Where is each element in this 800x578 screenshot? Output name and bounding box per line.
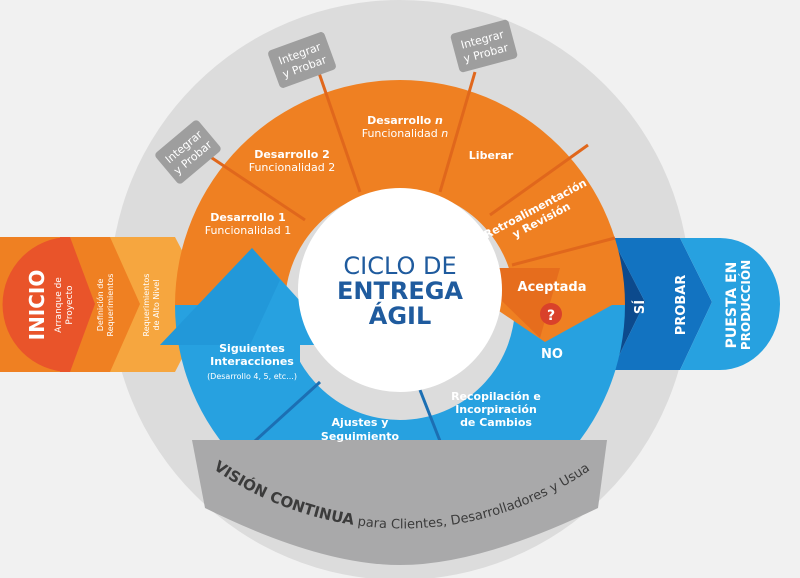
production-line2: PRODUCCIÓN <box>738 260 753 350</box>
segment-changes-line1: Recopilación e <box>451 390 541 403</box>
segment-adjust-line1: Ajustes y <box>332 416 389 429</box>
segment-devn-line2: Funcionalidad n <box>362 127 449 140</box>
step-definition-line2: Requerimientos <box>106 274 115 337</box>
orange-divider-2 <box>316 69 362 193</box>
segment-next-line3: (Desarrollo 4, 5, etc...) <box>207 372 297 381</box>
tag-integrate-1: Integrar y Probar <box>155 120 221 184</box>
step-highlevel-line2: de Alto Nivel <box>152 280 161 331</box>
step-definition-line1: Definición de <box>95 279 105 332</box>
tag-integrate-2: Integrar y Probar <box>268 32 336 88</box>
test-bar <box>612 238 712 370</box>
next-iterations-arrow-tip <box>160 248 280 345</box>
blue-divider-1 <box>243 380 322 452</box>
center-title-line1: CICLO DE <box>343 252 456 280</box>
production-bar <box>680 238 780 370</box>
center-title-line2: ENTREGA <box>337 277 463 305</box>
segment-dev2-line1: Desarrollo 2 <box>254 148 330 161</box>
orange-divider-3 <box>438 71 477 193</box>
no-label: NO <box>541 347 563 362</box>
tag-integrate-3: Integrar y Probar <box>450 19 518 73</box>
segment-next-line2: Interacciones <box>210 355 294 368</box>
tag-3-box <box>450 19 518 73</box>
segment-funcn-word: Funcionalidad <box>362 127 438 140</box>
segment-funcn-italic: n <box>441 127 448 140</box>
center-circle <box>298 188 502 392</box>
review-band <box>192 440 607 565</box>
segment-adjust-line2: Seguimiento <box>321 430 400 443</box>
segment-devn-italic: n <box>435 114 443 127</box>
question-mark: ? <box>547 308 555 324</box>
yes-label: SÍ <box>632 300 648 314</box>
segment-release: Liberar <box>469 149 514 162</box>
start-sub2: Proyecto <box>65 285 75 325</box>
question-badge <box>540 303 562 325</box>
segment-changes-line2: Incorpiración <box>455 403 537 416</box>
segment-devn-line1: Desarrollo n <box>367 114 443 127</box>
tag-2-box <box>268 32 336 88</box>
orange-divider-4 <box>489 143 589 217</box>
accepted-label: Aceptada <box>518 280 587 295</box>
segment-dev1-line1: Desarrollo 1 <box>210 211 286 224</box>
orange-divider-1 <box>199 148 306 222</box>
start-circle <box>2 237 70 372</box>
orange-divider-5 <box>511 236 616 267</box>
production-line1: PUESTA EN <box>724 262 740 349</box>
test-label: PROBAR <box>674 275 689 336</box>
segment-dev1-line2: Funcionalidad 1 <box>205 224 292 237</box>
start-title: INICIO <box>25 270 49 341</box>
center-title-line3: ÁGIL <box>369 301 432 330</box>
segment-next-line1: Siguientes <box>219 342 285 355</box>
segment-changes-line3: de Cambios <box>460 416 532 429</box>
segment-devn-word: Desarrollo <box>367 114 432 127</box>
segment-dev2-line2: Funcionalidad 2 <box>249 161 336 174</box>
step-highlevel-line1: Requerimientos <box>142 274 151 337</box>
start-sub1: Arranque de <box>54 277 64 333</box>
tag-1-box <box>155 120 221 184</box>
orange-ring <box>175 80 625 305</box>
